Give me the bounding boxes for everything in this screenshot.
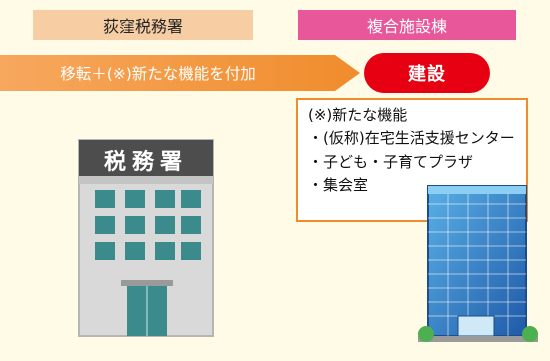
header-complex-facility: 複合施設棟 <box>298 10 516 40</box>
header-tax-office: 荻窪税務署 <box>33 10 253 40</box>
relocation-arrow-label: 移転＋(※)新たな機能を付加 <box>60 65 256 83</box>
build-badge: 建設 <box>364 53 490 93</box>
function-item-children-plaza: ・子ども・子育てプラザ <box>308 152 474 171</box>
relocation-arrow <box>0 55 360 91</box>
function-item-meeting-room: ・集会室 <box>308 175 369 194</box>
tax-office-sign: 税務署 <box>103 150 188 175</box>
new-functions-title: (※)新たな機能 <box>308 106 408 124</box>
tax-office-building-icon <box>78 139 214 337</box>
function-item-support-center: ・(仮称)在宅生活支援センター <box>308 129 515 148</box>
skyscraper-icon <box>418 185 538 342</box>
